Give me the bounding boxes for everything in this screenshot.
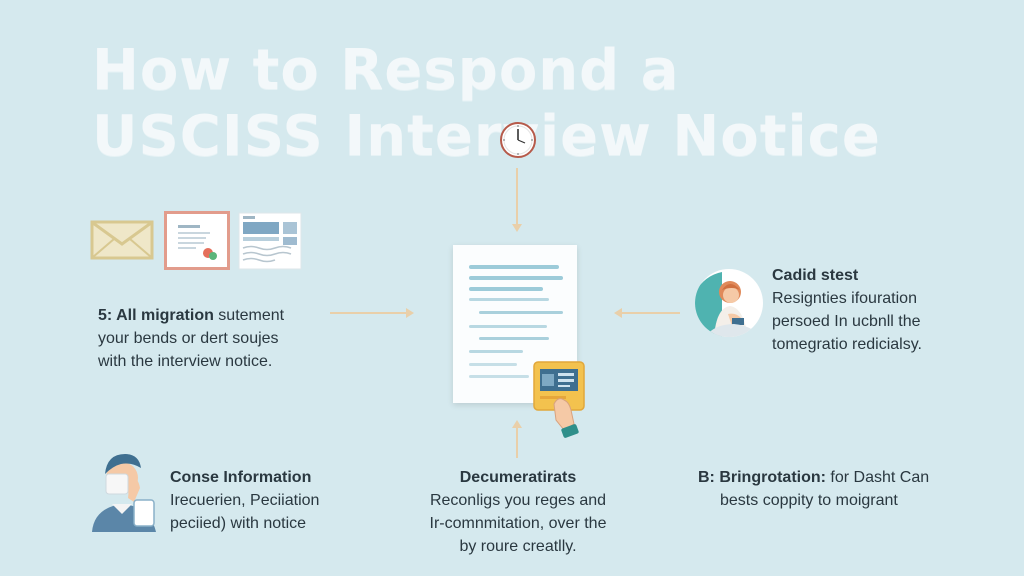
- doc-line: [469, 375, 529, 378]
- right-step-heading: Cadid stest: [772, 267, 859, 284]
- bottom-right-line-1: B: Bringrotation: for Dasht Can: [698, 466, 978, 489]
- letter-icon: [164, 211, 230, 270]
- bottom-center-step: Decumeratirats Reconligs you reges and I…: [408, 466, 628, 558]
- envelope-icon: [90, 220, 154, 260]
- bottom-center-heading: Decumeratirats: [459, 469, 577, 486]
- left-step-line-3: with the interview notice.: [98, 353, 273, 370]
- bottom-right-heading: B: Bringrotation:: [698, 469, 826, 486]
- connector-right: [622, 312, 680, 314]
- doc-line: [469, 287, 543, 291]
- doc-line: [479, 311, 563, 314]
- right-step-line-3: tomegratio redicialsy.: [772, 336, 922, 353]
- bottom-left-line-1: Irecuerien, Peciiation: [170, 492, 320, 509]
- man-on-phone-icon: [92, 454, 156, 532]
- left-step-line-1-rest: sutement: [213, 307, 285, 324]
- bottom-center-line-1: Reconligs you reges and: [429, 492, 607, 509]
- bottom-center-line-3: by roure creatlly.: [459, 538, 577, 555]
- clock-icon: [500, 122, 536, 158]
- doc-line: [469, 276, 563, 280]
- connector-bottom-arrow: [512, 420, 522, 428]
- bottom-right-step: B: Bringrotation: for Dasht Can bests co…: [698, 466, 978, 512]
- right-step-line-1: Resignties ifouration: [772, 290, 917, 307]
- connector-left-arrow: [406, 308, 414, 318]
- bottom-right-line-2: bests coppity to moigrant: [720, 492, 898, 509]
- form-icon: [238, 212, 302, 270]
- connector-bottom: [516, 428, 518, 458]
- right-step: Cadid stest Resignties ifouration persoe…: [772, 264, 1012, 356]
- left-step-line-2: your bends or dert soujes: [98, 330, 279, 347]
- title-line-1: How to Respond a: [92, 38, 680, 103]
- doc-line: [469, 265, 559, 269]
- id-card-icon: [533, 361, 585, 438]
- left-step-line-1: 5: All migration sutement: [98, 304, 338, 327]
- left-step-heading: 5: All migration: [98, 307, 214, 324]
- left-step: 5: All migration sutement your bends or …: [98, 304, 338, 373]
- title-line-2: USCISS Interview Notice: [92, 104, 881, 169]
- page-title: How to Respond a USCISS Interview Notice: [92, 38, 992, 170]
- doc-line: [469, 363, 517, 366]
- right-step-line-2: persoed In ucbnll the: [772, 313, 921, 330]
- doc-line: [469, 350, 523, 353]
- bottom-left-step: Conse Information Irecuerien, Peciiation…: [170, 466, 370, 535]
- woman-avatar-icon: [695, 269, 763, 337]
- doc-line: [469, 325, 547, 328]
- connector-top-arrow: [512, 224, 522, 232]
- connector-left: [330, 312, 408, 314]
- bottom-right-heading-rest: for Dasht Can: [825, 469, 930, 486]
- bottom-left-line-2: peciied) with notice: [170, 515, 307, 532]
- connector-right-arrow: [614, 308, 622, 318]
- doc-line: [479, 337, 549, 340]
- bottom-left-heading: Conse Information: [170, 469, 312, 486]
- bottom-center-line-2: Ir-comnmitation, over the: [429, 515, 607, 532]
- doc-line: [469, 298, 549, 301]
- connector-top: [516, 168, 518, 224]
